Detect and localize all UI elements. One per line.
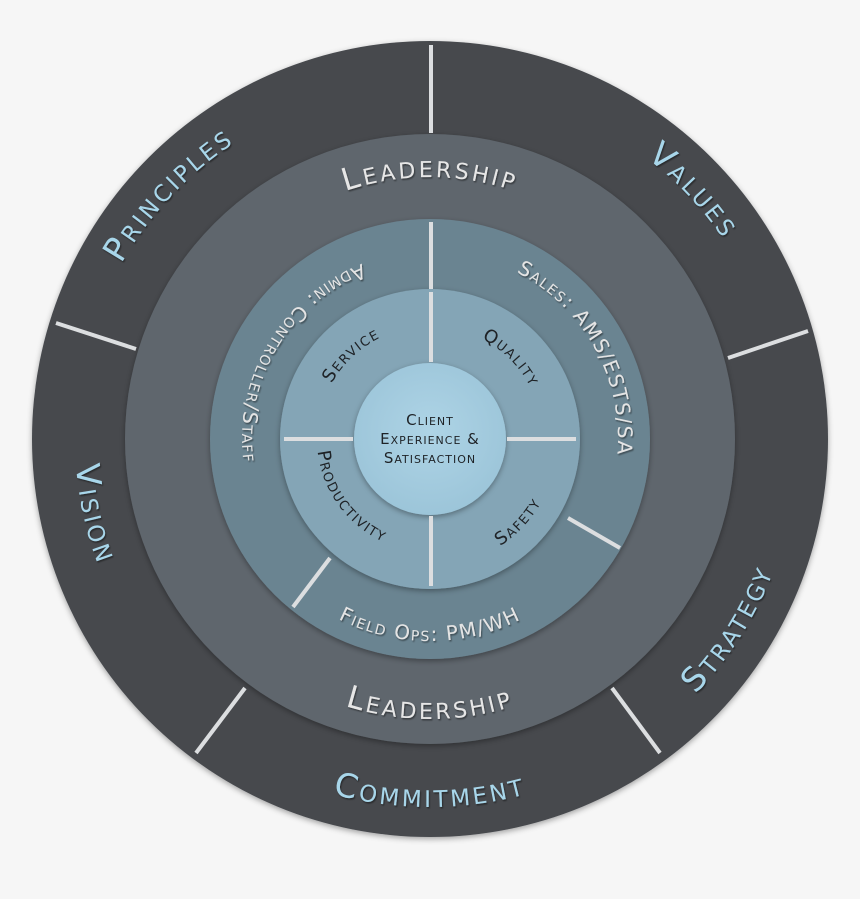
department-ring-dividers [291, 222, 621, 609]
core-label: Client Experience & Satisfaction [380, 411, 480, 467]
core-line-1: Client [406, 411, 454, 429]
outer-ring-dividers [55, 45, 809, 755]
core-line-2: Experience & [380, 430, 480, 448]
core-circle [354, 363, 506, 515]
core-line-3: Satisfaction [384, 449, 476, 467]
quadrant-dividers [284, 292, 576, 586]
